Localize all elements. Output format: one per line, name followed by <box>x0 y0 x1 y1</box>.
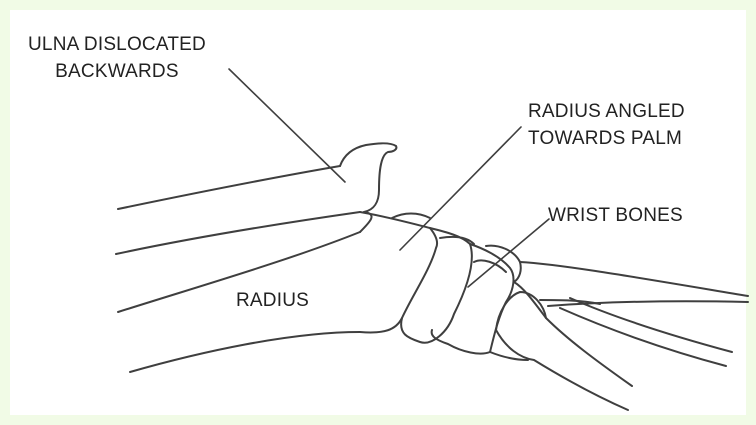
radius-angled-label-line-1: RADIUS ANGLED <box>528 98 685 125</box>
metacarpal-1-head <box>496 292 546 330</box>
ulna-shaft-bottom <box>116 212 360 254</box>
radius-inner-edge <box>360 212 372 232</box>
thumb-line <box>540 300 600 304</box>
radius-angled-label: RADIUS ANGLED TOWARDS PALM <box>528 98 685 152</box>
radius-label: RADIUS <box>236 287 309 314</box>
carpal-5 <box>474 260 506 272</box>
wrist-bones-pointer-line <box>468 219 549 287</box>
radius-angled-pointer-line <box>400 127 521 250</box>
wrist-bones-label: WRIST BONES <box>548 202 683 229</box>
ulna-pointer-line <box>229 69 345 182</box>
ulna-head <box>340 143 396 212</box>
ulna-label: ULNA DISLOCATED BACKWARDS <box>28 31 206 85</box>
metacarpal-1 <box>514 282 632 386</box>
small-bone-1 <box>392 214 430 219</box>
radius-angled-label-line-2: TOWARDS PALM <box>528 125 685 152</box>
radius-end <box>360 212 437 332</box>
radius-shaft-bottom <box>130 332 360 372</box>
carpal-4 <box>486 246 521 282</box>
ulna-label-line-1: ULNA DISLOCATED <box>28 31 206 58</box>
ulna-shaft-top <box>118 166 340 209</box>
ulna-label-line-2: BACKWARDS <box>28 58 206 85</box>
metacarpal-2 <box>520 262 748 296</box>
metacarpal-5 <box>560 308 726 366</box>
